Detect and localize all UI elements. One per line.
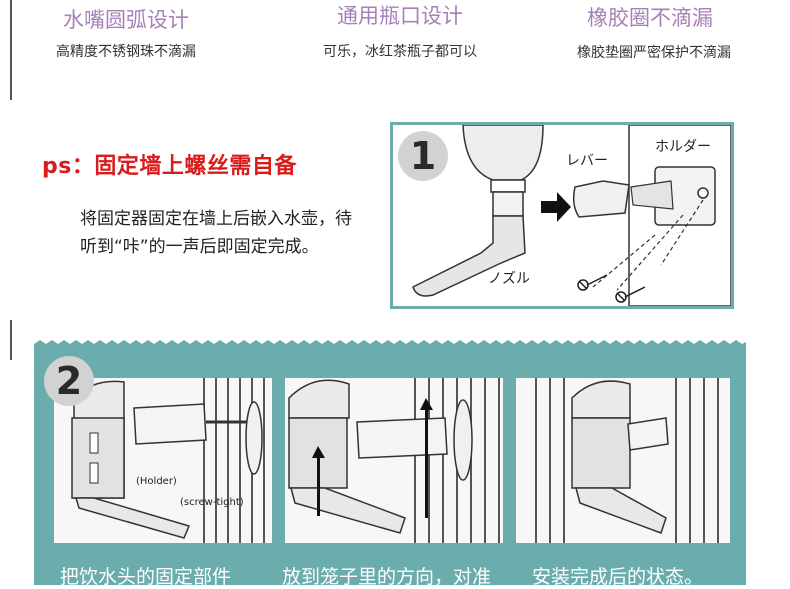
install-instructions: 将固定器固定在墙上后嵌入水壶，待听到“咔”的一声后即固定完成。 — [80, 209, 352, 257]
feature-title-1: 水嘴圆弧设计 — [63, 8, 189, 32]
feature-subtitle-1: 高精度不锈钢珠不滴漏 — [56, 44, 196, 60]
step2-caption-3: 安装完成后的状态。 — [532, 566, 704, 588]
step2-caption-1: 把饮水头的固定部件 — [60, 566, 232, 588]
step1-drawing: レバー ホルダー ノズル — [412, 125, 731, 306]
feature-title-3: 橡胶圈不滴漏 — [587, 6, 713, 30]
lever-label: レバー — [566, 153, 608, 169]
step2-badge: 2 — [44, 356, 94, 406]
screw-caption: (screw-tight) — [180, 497, 244, 508]
step2-caption-2: 放到笼子里的方向，对准 — [282, 566, 492, 588]
holder-caption: (Holder) — [136, 476, 177, 487]
nozzle-label: ノズル — [488, 271, 530, 287]
step2-photo-2 — [285, 378, 503, 543]
screw-note: ps：固定墙上螺丝需自备 — [42, 154, 297, 179]
holder-label: ホルダー — [655, 139, 711, 155]
feature-subtitle-3: 橡胶垫圈严密保护不滴漏 — [577, 45, 731, 61]
step1-illustration: レバー ホルダー ノズル — [390, 122, 734, 309]
page-border-left-lower — [10, 320, 12, 360]
step1-badge: 1 — [398, 131, 448, 181]
step2-photo-1: (Holder) (screw-tight) — [54, 378, 272, 543]
step2-photo-3 — [516, 378, 730, 543]
feature-title-2: 通用瓶口设计 — [337, 4, 463, 28]
page-border-left — [10, 0, 12, 100]
feature-subtitle-2: 可乐，冰红茶瓶子都可以 — [323, 44, 477, 60]
